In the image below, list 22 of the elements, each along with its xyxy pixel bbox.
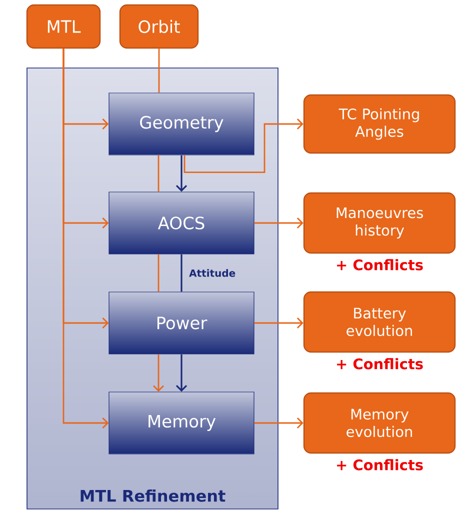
conflicts-note: + Conflicts <box>337 358 423 370</box>
arrow <box>62 48 109 428</box>
arrow <box>184 118 304 173</box>
output-box: Manoeuvres history <box>303 192 456 254</box>
process-box: Power <box>108 292 254 354</box>
process-box: AOCS <box>108 192 254 254</box>
process-box: Geometry <box>108 92 254 156</box>
input-box: MTL <box>26 4 101 49</box>
process-box: Memory <box>108 392 254 454</box>
arrow <box>176 155 188 192</box>
arrow <box>176 354 188 392</box>
output-box: TC Pointing Angles <box>303 94 456 154</box>
edge-label: Attitude <box>189 269 236 277</box>
output-box: Memory evolution <box>303 392 456 454</box>
conflicts-note: + Conflicts <box>337 259 423 270</box>
conflicts-note: + Conflicts <box>337 459 423 470</box>
arrow <box>254 418 304 428</box>
arrow <box>254 318 304 328</box>
output-box: Battery evolution <box>303 291 456 353</box>
arrow <box>153 354 164 392</box>
arrow <box>254 218 304 228</box>
input-box: Orbit <box>119 4 199 49</box>
